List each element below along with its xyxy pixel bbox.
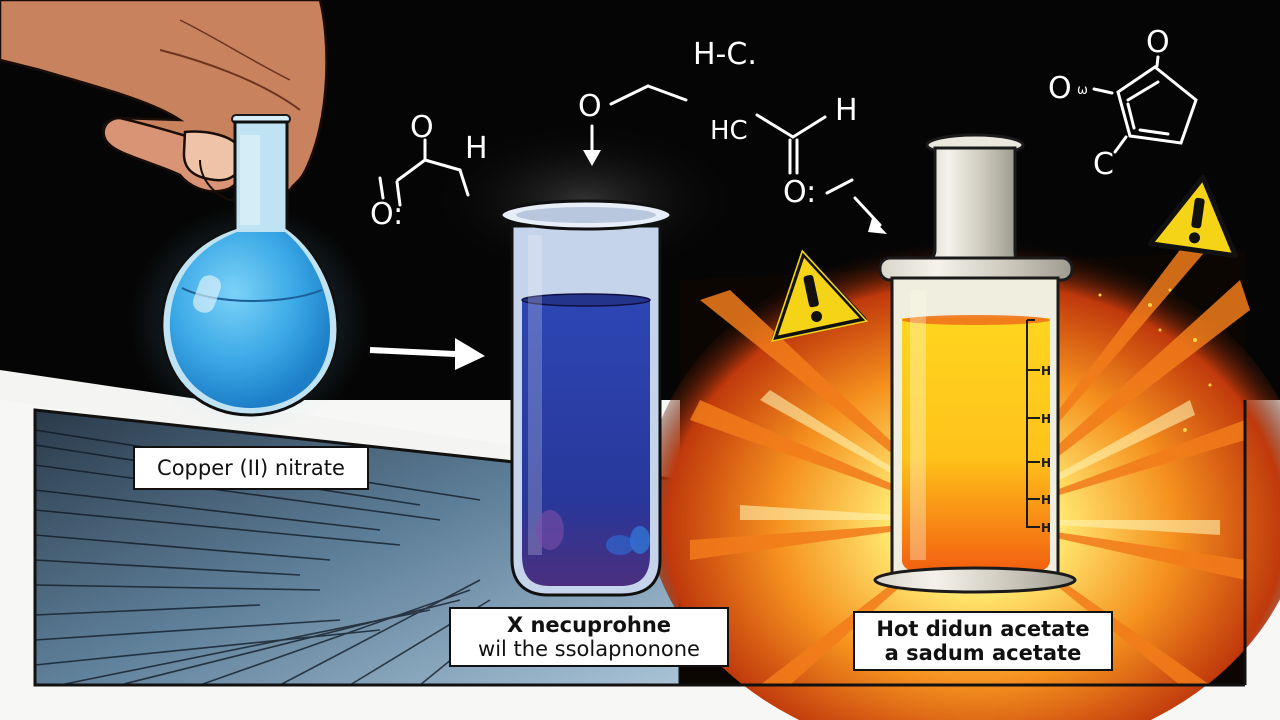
chem-left-o-top: O	[410, 110, 434, 145]
chem-bonds	[378, 55, 1198, 227]
caption-tube-line1: X necuprohne	[506, 613, 672, 637]
caption-cylinder: Hot didun acetate a sadum acetate	[853, 611, 1113, 671]
chem-ring-small: ω	[1077, 83, 1088, 98]
chem-mid-h: H	[835, 93, 858, 128]
chem-ring-o-left: O	[1048, 71, 1072, 106]
scale-tick-2: H	[1041, 412, 1051, 426]
scale-tick-5: H	[1041, 521, 1051, 535]
graduated-cylinder: H H H H H	[873, 133, 1077, 594]
scale-tick-3: H	[1041, 456, 1051, 470]
chem-mid-o: O	[578, 89, 602, 124]
chem-left-h: H	[465, 131, 488, 166]
chem-ring-o-top: O	[1146, 25, 1170, 60]
caption-cylinder-line2: a sadum acetate	[884, 641, 1082, 665]
warning-triangle-left-icon	[770, 249, 869, 343]
arrow-down-right-icon	[868, 218, 887, 234]
chem-mid-o-colon: O:	[783, 175, 817, 210]
chem-ring-c: C	[1093, 147, 1114, 182]
test-tube	[425, 120, 745, 597]
caption-test-tube: X necuprohne wil the ssolapnonone	[449, 607, 729, 667]
scale-tick-4: H	[1041, 493, 1051, 507]
warning-triangle-right-icon	[1147, 174, 1238, 259]
caption-tube-line2: wil the ssolapnonone	[478, 637, 700, 661]
chem-top-hc: H-C.	[693, 37, 757, 72]
cylinder-scale	[1026, 319, 1040, 528]
round-flask	[130, 114, 370, 435]
arrow-down-icon	[583, 150, 601, 166]
chem-mid-hc: HC	[710, 116, 748, 146]
arrow-right-icon	[369, 338, 485, 370]
scale-tick-1: H	[1041, 364, 1051, 378]
chem-left-o-bottom: O:	[370, 197, 404, 232]
caption-copper-nitrate: Copper (II) nitrate	[133, 446, 369, 490]
caption-cylinder-line1: Hot didun acetate	[876, 617, 1090, 641]
caption-copper-text: Copper (II) nitrate	[157, 456, 345, 480]
